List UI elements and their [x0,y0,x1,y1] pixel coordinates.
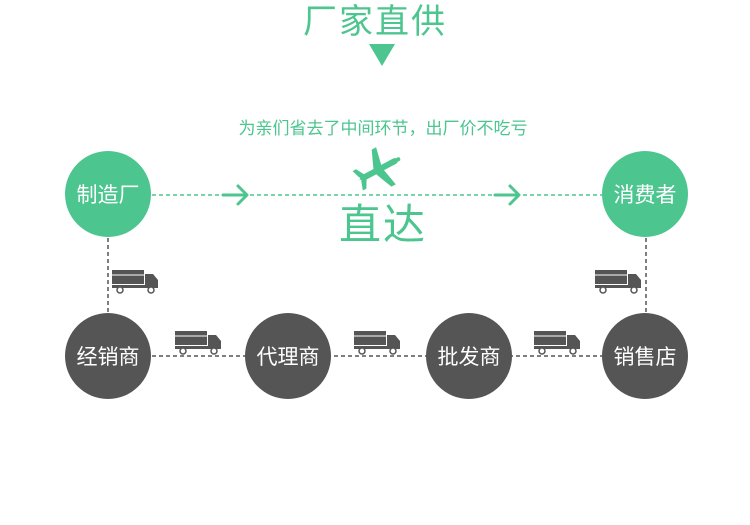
node-consumer: 消费者 [602,151,688,237]
subtitle: 为亲们省去了中间环节，出厂价不吃亏 [238,119,528,139]
node-label: 销售店 [613,345,677,369]
node-retailer: 销售店 [602,313,688,399]
chevron-right-icon [493,184,521,206]
triangle-down-icon [369,44,395,66]
node-agent: 代理商 [245,313,331,399]
direct-label: 直达 [338,200,427,249]
node-wholesaler: 批发商 [426,313,512,399]
node-label: 批发商 [437,345,501,369]
truck-icon [112,270,158,294]
node-label: 消费者 [613,183,677,207]
truck-icon [354,331,400,355]
chevron-right-icon [221,184,249,206]
airplane-icon [352,147,401,191]
node-label: 制造厂 [76,183,140,207]
truck-icon [175,331,221,355]
node-label: 代理商 [256,345,320,369]
node-label: 经销商 [76,345,140,369]
truck-icon [595,270,641,294]
truck-icon [534,331,580,355]
node-distributor: 经销商 [65,313,151,399]
node-manufacturer: 制造厂 [65,151,151,237]
page-title: 厂家直供 [303,2,447,42]
